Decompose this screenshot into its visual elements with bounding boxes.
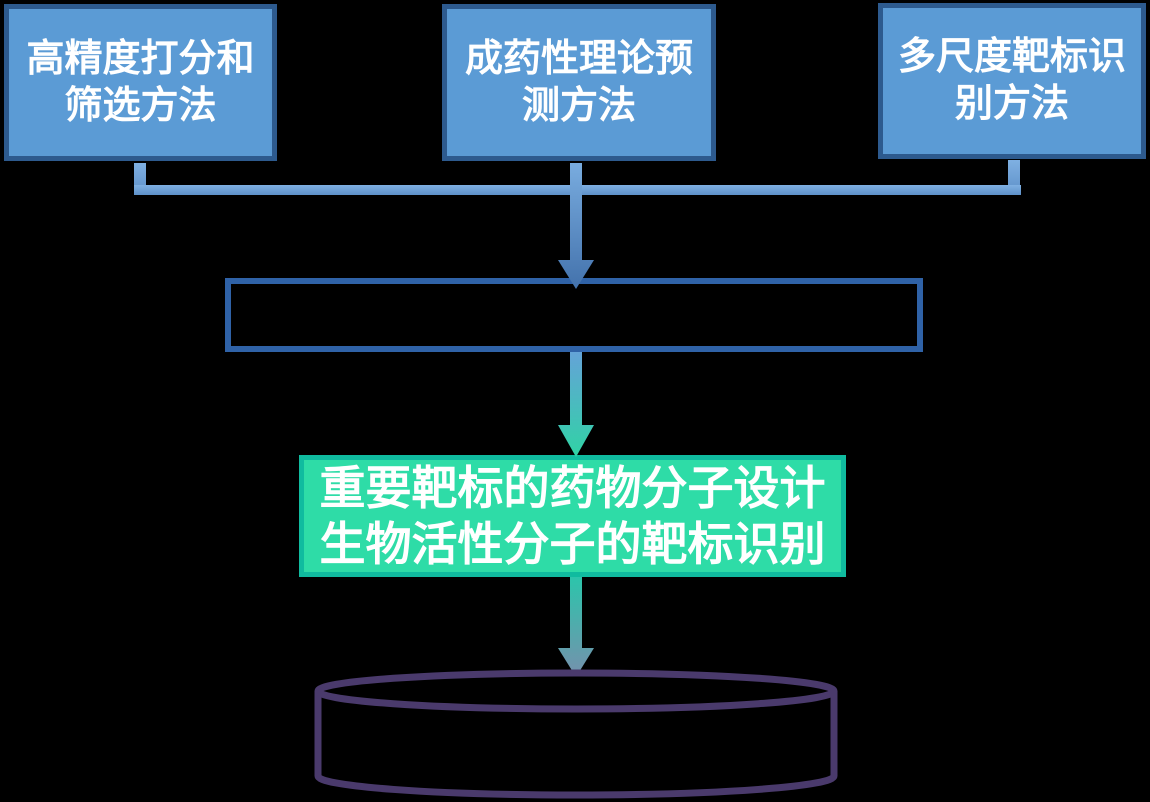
method-box-scoring-line1: 高精度打分和: [26, 37, 255, 80]
result-box-line2: 生物活性分子的靶标识别: [319, 518, 826, 570]
method-box-druggability-line1: 成药性理论预: [464, 37, 693, 80]
method-box-druggability: 成药性理论预 测方法: [442, 4, 716, 161]
arrow-down-3: [558, 577, 594, 677]
left-stub-line: [134, 163, 146, 195]
result-box-line1: 重要靶标的药物分子设计: [319, 462, 826, 514]
method-box-target-id-line2: 别方法: [954, 83, 1069, 125]
arrow-down-1: [558, 163, 594, 289]
result-box: 重要靶标的药物分子设计 生物活性分子的靶标识别: [299, 455, 846, 577]
right-stub-line: [1008, 160, 1020, 195]
method-box-scoring-line2: 筛选方法: [64, 84, 217, 127]
method-box-druggability-line2: 测方法: [521, 84, 636, 127]
method-box-target-id: 多尺度靶标识 别方法: [878, 3, 1146, 159]
method-box-scoring: 高精度打分和 筛选方法: [4, 4, 277, 161]
cylinder-body: [314, 691, 838, 799]
database-cylinder: [314, 669, 838, 799]
cylinder-top-ellipse: [314, 669, 838, 713]
empty-process-box: [225, 278, 923, 352]
method-box-target-id-line1: 多尺度靶标识: [897, 36, 1126, 78]
tree-horizontal-line: [134, 185, 1021, 195]
arrow-down-2: [558, 352, 594, 457]
